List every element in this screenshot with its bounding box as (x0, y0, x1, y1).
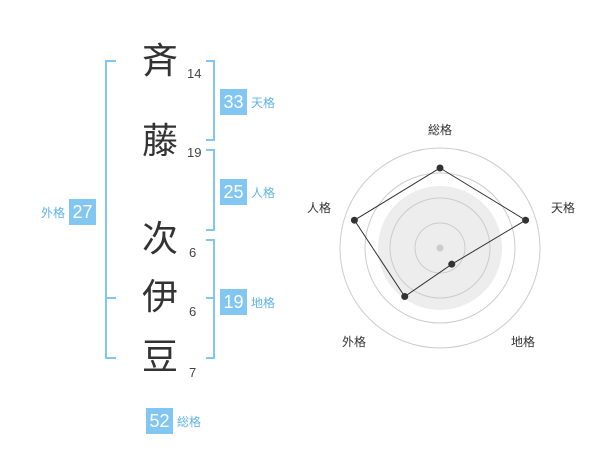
radar-point (401, 293, 409, 301)
radar-grid-ring (389, 197, 491, 299)
radar-axis-label-soukaku: 総格 (428, 122, 452, 137)
radar-grid-ring (364, 172, 516, 324)
radar-point (436, 164, 444, 172)
name-char-4: 伊 (141, 277, 178, 318)
tenkaku-label: 天格 (251, 95, 276, 110)
soukaku-badge: 52 総格 (146, 408, 201, 434)
soukaku-label: 総格 (177, 414, 202, 429)
chikaku-value: 19 (220, 289, 247, 315)
radar-value-polygon (353, 167, 527, 298)
tenkaku-badge: 33 天格 (220, 89, 275, 115)
radar-center-dot (436, 244, 444, 252)
jinkaku-value: 25 (220, 179, 247, 205)
stroke-count-5: 7 (189, 365, 197, 380)
radar-point (350, 216, 358, 224)
jinkaku-badge: 25 人格 (220, 179, 275, 205)
chikaku-label: 地格 (251, 295, 276, 310)
radar-point (522, 216, 530, 224)
radar-axis-label-jinkaku: 人格 (307, 200, 331, 215)
radar-grid-ring (339, 147, 541, 349)
tenkaku-value: 33 (220, 89, 247, 115)
soukaku-value: 52 (146, 408, 173, 434)
gaikaku-value: 27 (69, 199, 97, 225)
name-char-3: 次 (141, 219, 178, 260)
radar-axis-label-gaikaku: 外格 (342, 334, 366, 349)
stroke-count-1: 14 (187, 66, 202, 81)
stroke-count-3: 6 (189, 245, 197, 260)
name-char-1: 斉 (141, 41, 178, 82)
radar-grid-ring (414, 222, 466, 274)
gaikaku-label: 外格 (41, 205, 66, 220)
jinkaku-label: 人格 (251, 185, 276, 200)
radar-axis-label-chikaku: 地格 (511, 334, 535, 349)
stroke-count-2: 19 (187, 145, 202, 160)
name-char-5: 豆 (141, 337, 178, 378)
stroke-count-4: 6 (189, 304, 197, 319)
radar-point (448, 260, 456, 268)
radar-points (350, 164, 530, 301)
gaikaku-badge: 27 外格 (41, 199, 97, 225)
name-char-2: 藤 (141, 121, 178, 162)
chikaku-badge: 19 地格 (220, 289, 275, 315)
radar-axis-label-tenkaku: 天格 (551, 200, 575, 215)
